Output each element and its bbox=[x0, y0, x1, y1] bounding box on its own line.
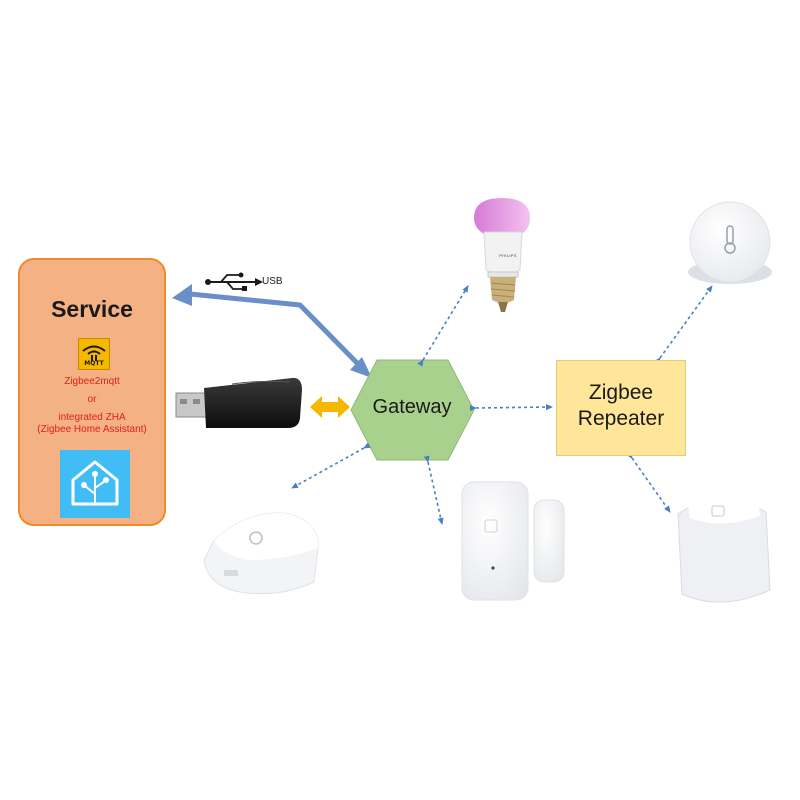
door-window-sensor bbox=[461, 481, 565, 601]
repeater-label-line2: Repeater bbox=[577, 407, 665, 430]
hub-device bbox=[203, 512, 319, 595]
service-option-zha: integrated ZHA bbox=[58, 412, 126, 423]
service-box: Service MQTT Zigbee2mqtt or integrated Z… bbox=[18, 258, 166, 526]
dongle-gateway-arrow bbox=[310, 396, 350, 418]
usb-label: USB bbox=[262, 276, 283, 287]
service-option-zigbee2mqtt: Zigbee2mqtt bbox=[64, 376, 120, 387]
gateway-label: Gateway bbox=[372, 396, 452, 418]
service-option-or: or bbox=[87, 394, 97, 405]
temperature-sensor bbox=[688, 201, 772, 284]
usb-icon bbox=[205, 272, 263, 291]
smart-bulb bbox=[474, 198, 530, 312]
mqtt-logo: MQTT bbox=[78, 338, 110, 370]
repeater-label-line1: Zigbee bbox=[588, 381, 654, 404]
mqtt-logo-text: MQTT bbox=[84, 360, 104, 367]
zigbee-repeater-box: Zigbee Repeater bbox=[556, 360, 686, 456]
home-assistant-logo bbox=[60, 450, 130, 518]
dotted-links bbox=[291, 285, 713, 525]
service-title: Service bbox=[51, 296, 133, 322]
usb-connection-arrow bbox=[172, 284, 372, 378]
service-option-zha-note: (Zigbee Home Assistant) bbox=[37, 424, 147, 435]
motion-sensor bbox=[677, 493, 771, 603]
zigbee-usb-dongle bbox=[175, 377, 302, 428]
bulb-brand-text: PHILIPS bbox=[499, 253, 517, 258]
